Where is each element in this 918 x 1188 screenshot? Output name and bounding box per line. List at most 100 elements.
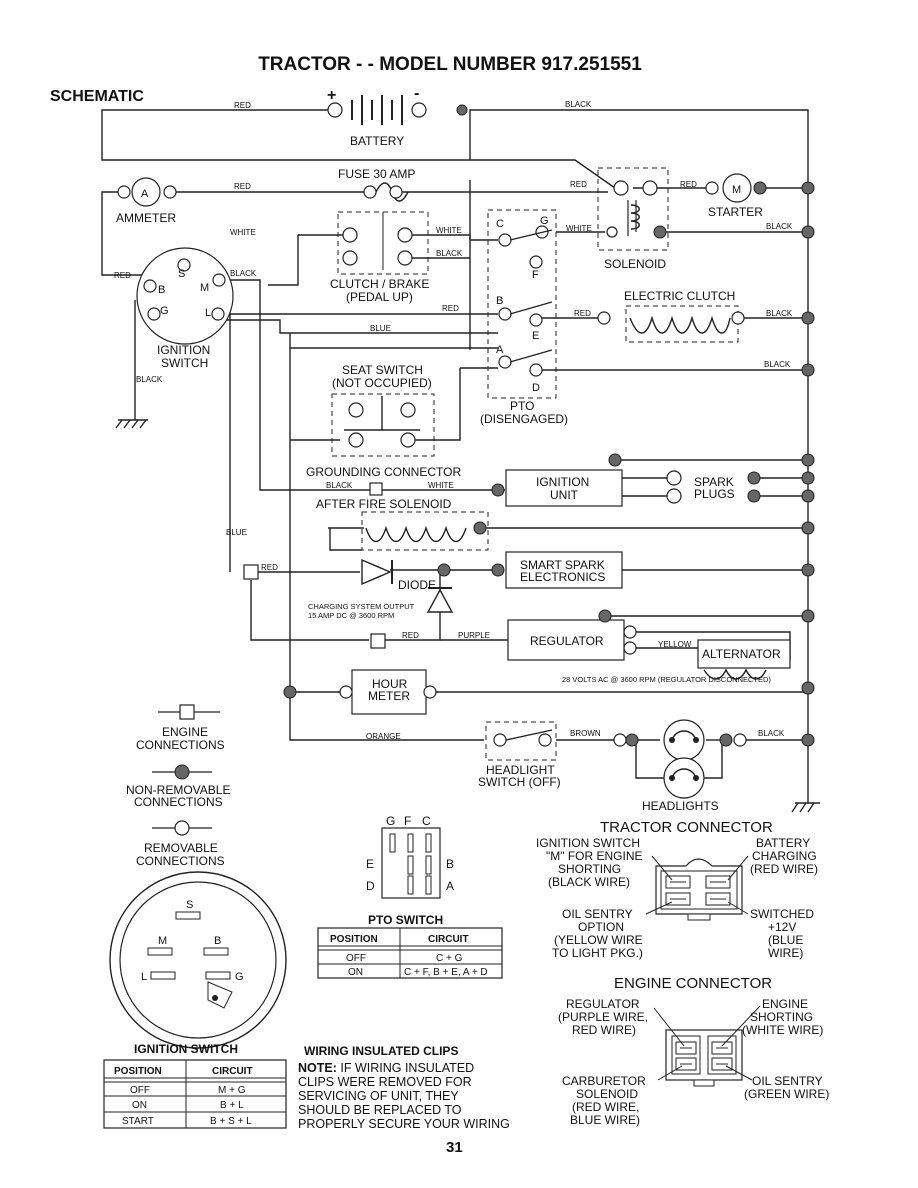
clips-note-title: WIRING INSULATED CLIPS [304,1044,458,1058]
regulator-label: REGULATOR [530,634,604,648]
ignition-unit-box [505,453,815,507]
ignition-terminal-l: L [205,307,211,319]
headlight-switch-label-1: HEADLIGHT [486,763,555,777]
ignition-terminal-g: G [160,305,169,317]
pto-diagram-g: G [386,814,395,828]
section-heading: SCHEMATIC [50,88,144,105]
pto-switch-symbol [487,209,557,399]
ignition-table-cell: ON [132,1100,147,1111]
clips-note-line-0: IF WIRING INSULATED [337,1061,474,1075]
engine-connector-label: (GREEN WIRE) [744,1087,829,1101]
wire-label-black: BLACK [136,375,163,384]
pto-terminal-d: D [532,382,540,394]
ignition-unit-label-1: IGNITION [536,475,589,489]
plug-label-b: B [214,935,221,947]
ignition-table-cell: M + G [218,1085,246,1096]
pto-terminal-e: E [532,330,539,342]
ignition-table-cell: B + S + L [210,1116,252,1127]
wire-label-red: RED [234,182,251,191]
schematic-labels: + - BATTERY RED BLACK FUSE 30 AMP RED A … [114,85,793,813]
headlight-switch-label-2: SWITCH (OFF) [478,775,561,789]
ammeter-symbol [117,177,177,207]
hour-meter-box [283,669,815,715]
pto-diagram-d: D [366,879,375,893]
engine-connector-title: ENGINE CONNECTOR [614,975,772,992]
wire-label-white: WHITE [436,226,462,235]
pto-switch-table: PTO SWITCH POSITION CIRCUIT OFF C + G ON… [317,913,503,979]
clips-note-prefix: NOTE: [298,1061,337,1075]
tractor-connector-label: OPTION [578,920,624,934]
starter-symbol [705,173,815,203]
smart-spark-label-2: ELECTRONICS [520,570,605,584]
wire-label-black: BLACK [326,481,353,490]
tractor-connector-label: "M" FOR ENGINE [546,849,643,863]
ignition-table-cell: START [122,1116,154,1127]
battery-plus-label: + [327,87,336,104]
ignition-table-header-circuit: CIRCUIT [212,1066,253,1077]
diode-label: DIODE [398,578,436,592]
wire-label-blue: BLUE [226,528,247,537]
ignition-table-cell: B + L [220,1100,244,1111]
grounding-connector-label: GROUNDING CONNECTOR [306,465,461,479]
pto-switch-diagram: G F C E D B A [366,814,454,899]
hour-meter-label-1: HOUR [372,677,408,691]
smart-spark-box [505,551,815,589]
wire-label-black: BLACK [565,100,592,109]
starter-label: STARTER [708,205,763,219]
engine-connector-label: REGULATOR [566,997,640,1011]
battery-label: BATTERY [350,134,404,148]
engine-connector-label: RED WIRE) [572,1023,636,1037]
plug-label-g: G [235,971,244,983]
charging-output-label-1: CHARGING SYSTEM OUTPUT [308,602,415,611]
clips-note-line: NOTE: IF WIRING INSULATED [298,1061,474,1075]
ignition-terminal-b: B [158,284,165,296]
pto-diagram-e: E [366,857,374,871]
plug-label-s: S [186,899,193,911]
wire-label-red: RED [114,271,131,280]
wire-label-red: RED [442,304,459,313]
headlights-symbol [663,719,705,799]
plug-label-m: M [158,935,167,947]
ignition-table-title: IGNITION SWITCH [134,1042,238,1056]
regulator-box [507,609,815,661]
tractor-connector-label: +12V [768,920,796,934]
clips-note-line-1: CLIPS WERE REMOVED FOR [298,1075,472,1089]
ground-node [801,363,815,377]
pto-table-cell: OFF [346,953,366,964]
electric-clutch-symbol [597,305,815,343]
wire-label-black: BLACK [436,249,463,258]
engine-connection-symbol [179,704,195,720]
tractor-connector-label: TO LIGHT PKG.) [552,946,643,960]
ammeter-symbol-label: A [141,188,149,200]
wire-label-orange: ORANGE [366,732,401,741]
after-fire-solenoid-label: AFTER FIRE SOLENOID [316,497,452,511]
pto-terminal-f: F [532,269,539,281]
solenoid-symbol [597,167,815,251]
pto-terminal-b: B [496,295,503,307]
wire-label-black: BLACK [766,309,793,318]
pto-diagram-b: B [446,857,454,871]
wiring-clips-note: WIRING INSULATED CLIPS NOTE: IF WIRING I… [298,1044,510,1131]
pto-label: PTO [510,399,534,413]
tractor-connector-label: CHARGING [752,849,817,863]
solenoid-label: SOLENOID [604,257,666,271]
seat-switch-label: SEAT SWITCH [342,363,423,377]
ignition-table-header-position: POSITION [114,1066,162,1077]
engine-connector-label: (PURPLE WIRE, [558,1010,648,1024]
starter-symbol-label: M [732,184,741,196]
tractor-connector-title: TRACTOR CONNECTOR [600,819,773,836]
ignition-switch-label-2: SWITCH [161,356,208,370]
ignition-switch-label-1: IGNITION [157,343,210,357]
engine-connector-label: (RED WIRE, [572,1100,639,1114]
wire-label-red: RED [261,563,278,572]
wire-label-brown: BROWN [570,729,601,738]
pto-diagram-c: C [422,814,431,828]
page-number: 31 [446,1139,463,1156]
legend-engine-2: CONNECTIONS [136,738,225,752]
hour-meter-label-2: METER [368,689,410,703]
pto-table-header-position: POSITION [330,934,378,945]
headlight-switch-symbol [485,721,815,761]
tractor-connector-label: SWITCHED [750,907,814,921]
wire-label-white: WHITE [230,228,256,237]
